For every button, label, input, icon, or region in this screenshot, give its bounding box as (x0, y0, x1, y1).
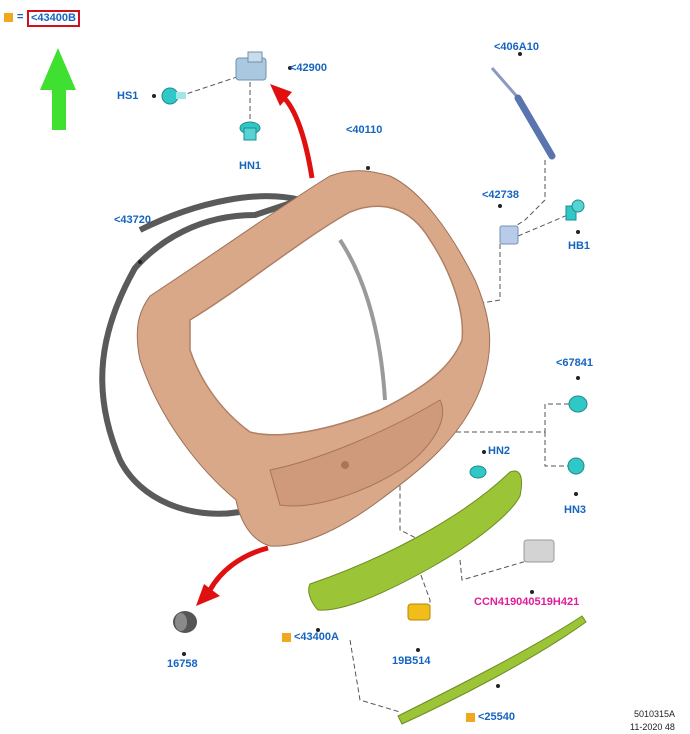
moulding-25540 (397, 615, 587, 725)
clip-hn3 (567, 457, 585, 475)
liftgate-panel (136, 170, 491, 547)
part-label-hs1[interactable]: HS1 (117, 90, 139, 102)
clip-67841 (568, 395, 588, 413)
spoiler-43400A (308, 470, 523, 611)
gas-strut (490, 67, 556, 160)
green-up-arrow-icon (40, 48, 76, 130)
bumper-16758 (173, 611, 197, 633)
part-label-hn3[interactable]: HN3 (564, 504, 587, 516)
drawing-number: 5010315A (634, 709, 676, 719)
switch-19B514 (407, 603, 431, 621)
drawing-date: 11-2020 48 (630, 722, 675, 732)
part-label-hb1[interactable]: HB1 (568, 240, 591, 252)
leader-dots (138, 52, 580, 688)
clip-hb1 (565, 199, 585, 221)
part-label-406A10[interactable]: <406A10 (494, 41, 539, 53)
part-label-16758[interactable]: 16758 (167, 658, 198, 670)
bracket-42738 (499, 225, 519, 245)
clip-hn2 (469, 465, 487, 479)
part-label-40110[interactable]: <40110 (346, 124, 383, 136)
part-label-67841[interactable]: <67841 (556, 357, 594, 369)
part-label-42900[interactable]: <42900 (290, 62, 328, 74)
part-marker-square (466, 713, 475, 722)
part-label-ccn[interactable]: CCN419040519H421 (474, 596, 580, 608)
camera-bracket (523, 539, 555, 563)
part-marker-square (282, 633, 291, 642)
legend-ref-code-link[interactable]: <43400B (27, 10, 80, 27)
part-label-25540[interactable]: <25540 (478, 711, 516, 723)
part-label-43400A[interactable]: <43400A (294, 631, 339, 643)
part-label-42738[interactable]: <42738 (482, 189, 520, 201)
part-label-hn2[interactable]: HN2 (488, 445, 511, 457)
legend-equals: = (17, 11, 24, 23)
latch-42900 (235, 51, 267, 81)
part-label-19B514[interactable]: 19B514 (392, 655, 431, 667)
part-label-hn1[interactable]: HN1 (239, 160, 262, 172)
clip-hs1 (161, 87, 186, 105)
legend-marker-square (4, 13, 13, 22)
part-label-43720[interactable]: <43720 (114, 214, 152, 226)
clip-hn1 (239, 121, 261, 141)
weatherstrip-seal (99, 193, 303, 517)
red-curved-arrow-icon (270, 84, 315, 179)
red-curved-arrow-icon (196, 545, 269, 606)
